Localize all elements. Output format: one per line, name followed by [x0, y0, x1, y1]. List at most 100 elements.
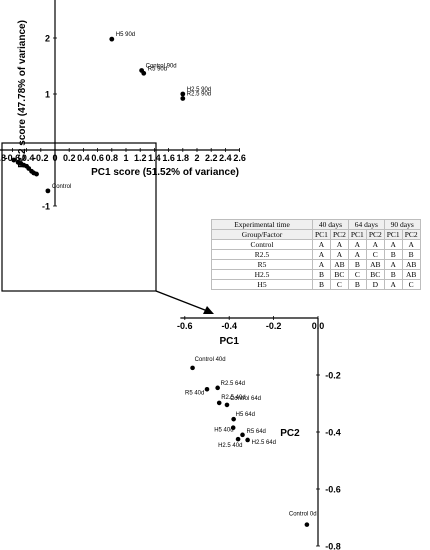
table-header-cell: PC2 — [365, 229, 385, 240]
point-label: H5 90d — [116, 32, 135, 38]
x-axis-title: PC1 — [219, 336, 239, 347]
zoom-arrow — [155, 290, 214, 314]
point-label: R5 90d — [148, 66, 167, 72]
table-header-cell: PC2 — [329, 229, 349, 240]
table-cell: B — [312, 269, 331, 280]
point-label: Control 40d — [195, 357, 226, 363]
table-cell: Control — [211, 239, 313, 250]
point-label: Control 0d — [289, 512, 317, 518]
data-point — [45, 188, 51, 194]
table-header-row: Experimental time 40 days 64 days 90 day… — [211, 219, 421, 230]
table-header-cell: PC1 — [312, 229, 331, 240]
data-point — [304, 522, 310, 527]
table-cell: B — [347, 259, 367, 270]
table-cell: A — [329, 249, 349, 260]
table-cell: A — [365, 239, 385, 250]
point-label: Control 90d — [146, 63, 177, 69]
point-label: R2.5 90d — [187, 91, 211, 97]
table-cell: R2.5 — [211, 249, 313, 260]
table-cell: A — [383, 239, 403, 250]
x-tick-label: -0.4 — [221, 321, 237, 331]
table-header-row: Group/Factor PC1 PC2 PC1 PC2 PC1 PC2 — [211, 229, 421, 240]
y-tick-label: -0.2 — [325, 371, 341, 381]
table-header-cell: Experimental time — [211, 219, 313, 230]
table-cell: A — [347, 239, 367, 250]
x-tick-label: 2.2 — [205, 153, 218, 163]
data-point — [231, 416, 236, 422]
table-cell: R5 — [211, 259, 313, 270]
table-cell: AB — [401, 259, 421, 270]
x-tick-label: 0 — [52, 153, 57, 163]
table-row: H2.5 B BC C BC B AB — [211, 269, 421, 280]
table-row: H5 B C B D A C — [211, 279, 421, 290]
table-cell: C — [365, 249, 385, 260]
table-cell: C — [401, 279, 421, 290]
y-tick-label: -0.4 — [325, 428, 341, 438]
data-point — [215, 385, 220, 391]
full-pca-scatter: -0.8-0.6-0.4-0.200.20.40.60.811.21.41.61… — [0, 0, 246, 212]
x-tick-label: 1.6 — [162, 153, 175, 163]
x-tick-label: 1.2 — [134, 153, 147, 163]
table-header-cell: PC1 — [383, 229, 403, 240]
table-cell: A — [383, 259, 403, 270]
x-tick-label: -0.6 — [5, 153, 21, 163]
data-point — [230, 425, 236, 431]
table-header-cell: Group/Factor — [211, 229, 313, 240]
table-cell: A — [329, 239, 349, 250]
point-label: Control — [52, 184, 71, 190]
x-tick-label: 2 — [194, 153, 199, 163]
data-point — [109, 36, 115, 42]
table-cell: A — [312, 259, 331, 270]
table-header-cell: PC2 — [401, 229, 421, 240]
table-row: R5 A AB B AB A AB — [211, 259, 421, 270]
data-point — [235, 436, 241, 442]
table-cell: A — [312, 249, 331, 260]
table-cell: C — [347, 269, 367, 280]
x-tick-label: -0.4 — [19, 153, 35, 163]
table-header-cell: PC1 — [347, 229, 367, 240]
data-point — [240, 432, 245, 438]
x-tick-label: 1.4 — [148, 153, 161, 163]
point-label: Control 64d — [230, 396, 261, 402]
data-point — [224, 402, 230, 408]
x-tick-label: -0.2 — [33, 153, 49, 163]
x-tick-label: -0.8 — [0, 153, 6, 163]
data-point — [141, 70, 147, 76]
y-axis-title: PC2 — [280, 428, 300, 439]
table-cell: A — [312, 239, 331, 250]
data-point — [180, 96, 186, 101]
table-cell: D — [365, 279, 385, 290]
table-cell: A — [401, 239, 421, 250]
point-label: H5 64d — [236, 412, 255, 418]
y-tick-label: -0.6 — [325, 485, 341, 495]
significance-table: Experimental time 40 days 64 days 90 day… — [211, 219, 421, 290]
table-header-cell: 40 days — [312, 219, 349, 230]
table-cell: B — [401, 249, 421, 260]
table-cell: B — [383, 269, 403, 280]
y-tick-label: -1 — [42, 202, 50, 212]
table-cell: H2.5 — [211, 269, 313, 280]
y-tick-label: 2 — [45, 34, 50, 44]
data-point — [204, 386, 210, 392]
table-cell: A — [347, 249, 367, 260]
y-tick-label: -0.8 — [325, 542, 341, 550]
table-cell: BC — [329, 269, 349, 280]
data-point — [216, 400, 222, 406]
table-cell: B — [347, 279, 367, 290]
table-cell: H5 — [211, 279, 313, 290]
data-point — [245, 437, 250, 443]
y-tick-label: 1 — [45, 90, 50, 100]
x-tick-label: 1 — [123, 153, 128, 163]
zoom-selection-box — [1, 142, 157, 292]
table-cell: AB — [365, 259, 385, 270]
table-cell: AB — [401, 269, 421, 280]
x-tick-label: 1.8 — [177, 153, 190, 163]
x-tick-label: 0.6 — [91, 153, 104, 163]
point-label: R2.5 40d — [221, 395, 245, 401]
table-cell: B — [312, 279, 331, 290]
point-label: R2.5 64d — [221, 381, 245, 387]
table-cell: A — [383, 279, 403, 290]
table-header-cell: 64 days — [347, 219, 385, 230]
